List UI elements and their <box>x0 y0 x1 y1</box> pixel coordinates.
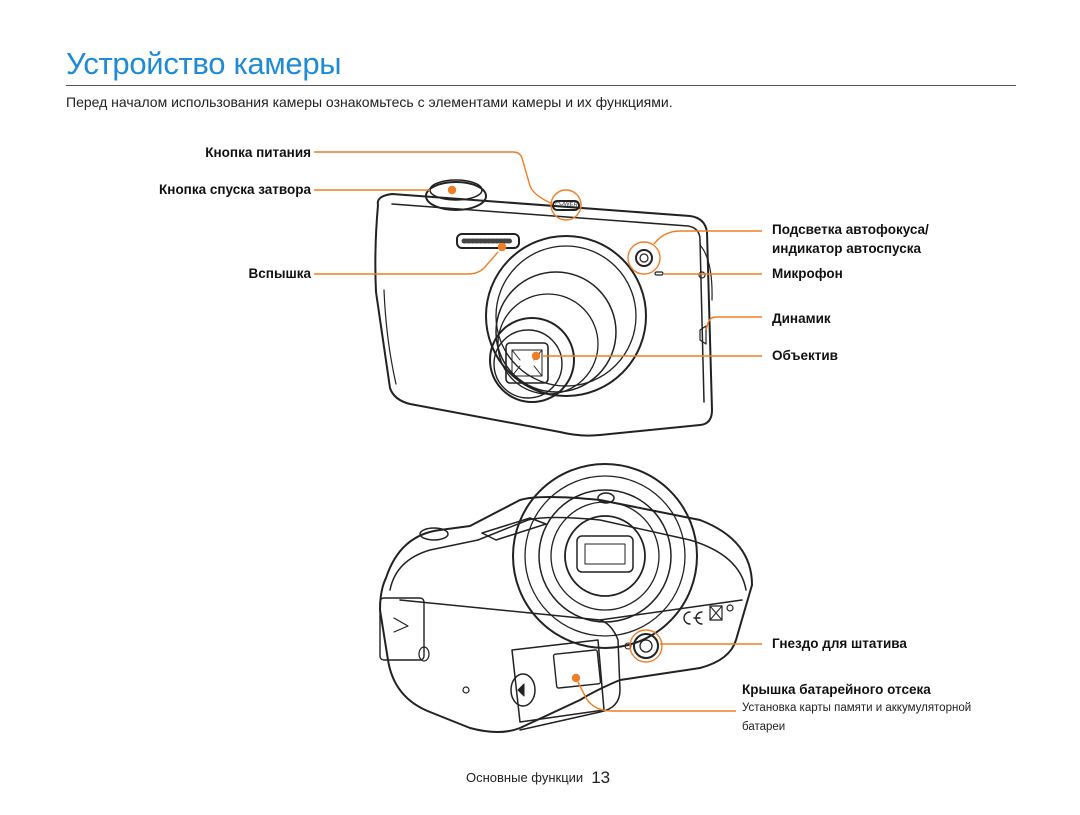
page-title: Устройство камеры <box>66 46 342 81</box>
power-marking: POWER <box>555 200 579 208</box>
battery-cover-note: Установка карты памяти и аккумуляторной … <box>742 702 972 733</box>
label-lens: Объектив <box>772 348 838 363</box>
intro-text: Перед началом использования камеры ознак… <box>66 94 673 110</box>
callout-af-lamp <box>653 230 762 245</box>
label-shutter-button: Кнопка спуска затвора <box>159 182 311 197</box>
label-af-lamp-line2: индикатор автоспуска <box>772 241 922 256</box>
callout-power <box>314 151 554 205</box>
callout-battery-cover <box>577 681 736 712</box>
callout-flash <box>314 251 499 275</box>
label-microphone: Микрофон <box>772 266 843 281</box>
page-footer: Основные функции 13 <box>466 767 610 787</box>
label-af-lamp-line1: Подсветка автофокуса/ <box>772 222 929 237</box>
label-battery-cover: Крышка батарейного отсека <box>742 682 931 697</box>
camera-bottom-view <box>379 463 753 733</box>
callout-lines <box>314 151 762 712</box>
callout-speaker <box>705 316 762 331</box>
page-number: 13 <box>591 768 611 787</box>
label-flash: Вспышка <box>248 266 311 281</box>
footer-section: Основные функции <box>466 770 584 785</box>
label-tripod-mount: Гнездо для штатива <box>772 636 907 651</box>
camera-front-view <box>374 179 713 437</box>
title-rule <box>66 85 1016 86</box>
label-power-button: Кнопка питания <box>205 145 311 160</box>
label-speaker: Динамик <box>772 311 831 326</box>
